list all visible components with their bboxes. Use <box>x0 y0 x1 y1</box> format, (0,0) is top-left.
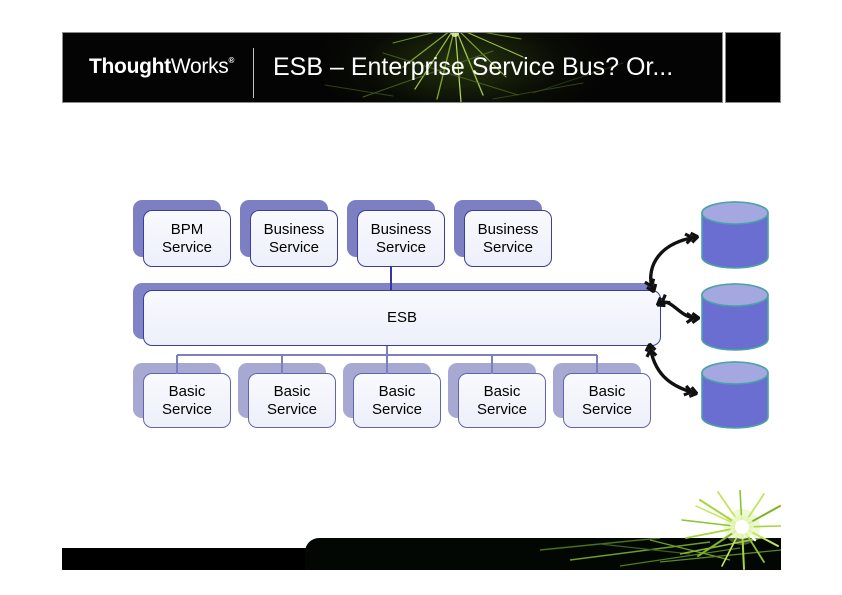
box-label: Basic Service <box>581 382 633 418</box>
box-face: Business Service <box>250 210 338 267</box>
header-divider <box>253 48 254 98</box>
box-face: Basic Service <box>353 373 441 428</box>
basic-service-box-3: Basic Service <box>343 363 441 428</box>
box-label: Business Service <box>370 220 432 256</box>
logo-text-regular: Works <box>170 55 229 78</box>
database-cylinder-icon <box>701 361 769 429</box>
box-label: Business Service <box>263 220 325 256</box>
header-end-cap <box>725 32 781 103</box>
basic-service-box-2: Basic Service <box>238 363 336 428</box>
box-label: BPM Service <box>161 220 213 256</box>
box-face: Business Service <box>464 210 552 267</box>
sparkler-glow <box>313 33 613 102</box>
slide-title: ESB – Enterprise Service Bus? Or... <box>273 53 674 81</box>
database-cylinder-icon <box>701 201 769 269</box>
esb-label: ESB <box>386 309 417 326</box>
registered-trademark-icon: ® <box>228 56 235 65</box>
business-service-box-2: Business Service <box>347 200 445 267</box>
box-face: BPM Service <box>143 210 231 267</box>
esb-database-arrows <box>620 220 745 415</box>
connector-esb-to-basics <box>176 346 598 374</box>
box-label: Basic Service <box>266 382 318 418</box>
logo-text-bold: Thought <box>89 55 171 78</box>
box-label: Basic Service <box>371 382 423 418</box>
header-bar: ThoughtWorks® ESB – Enterprise Service B… <box>62 32 723 103</box>
business-service-box-3: Business Service <box>454 200 552 267</box>
box-face: Business Service <box>357 210 445 267</box>
connector-lines <box>176 266 598 374</box>
sparkle-rays <box>324 33 624 102</box>
sparkler-burst-icon <box>540 490 781 570</box>
box-face: Basic Service <box>143 373 231 428</box>
esb-bar: ESB <box>133 283 671 349</box>
box-label: Basic Service <box>161 382 213 418</box>
arrow-esb-db3 <box>650 346 695 393</box>
box-face: Basic Service <box>563 373 651 428</box>
database-cylinder-icon <box>701 283 769 351</box>
thoughtworks-logo: ThoughtWorks® <box>89 55 234 79</box>
sparkler-photo-icon <box>324 33 624 102</box>
box-face: Basic Service <box>248 373 336 428</box>
box-label: Business Service <box>477 220 539 256</box>
basic-service-box-5: Basic Service <box>553 363 651 428</box>
box-face: ESB <box>143 290 661 346</box>
arrow-esb-db1 <box>651 237 696 290</box>
arrow-esb-db2 <box>659 302 697 318</box>
box-label: Basic Service <box>476 382 528 418</box>
box-face: Basic Service <box>458 373 546 428</box>
business-service-box-1: Business Service <box>240 200 338 267</box>
footer-bar-left <box>62 548 317 570</box>
bpm-service-box: BPM Service <box>133 200 231 267</box>
database-stack <box>701 201 769 429</box>
sparkle-burst <box>681 490 781 570</box>
sparkle-streaks <box>540 538 781 567</box>
